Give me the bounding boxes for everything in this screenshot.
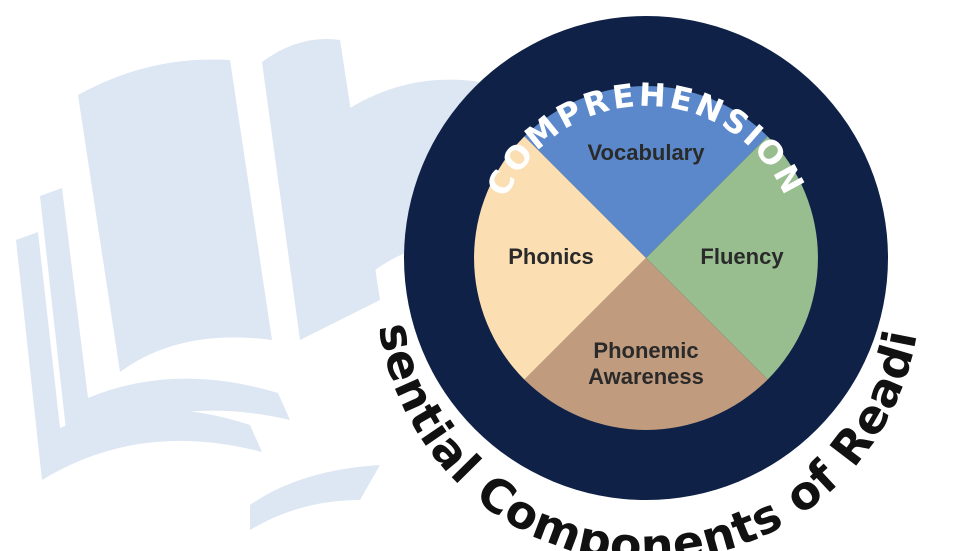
phonemic-label: Phonemic (593, 338, 698, 363)
vocabulary-quadrant (524, 86, 768, 259)
fluency-quadrant (646, 136, 818, 380)
phonemic-awareness-quadrant (524, 258, 768, 430)
fluency-label: Fluency (700, 244, 784, 269)
phonics-label: Phonics (508, 244, 594, 269)
phonics-quadrant (474, 136, 646, 380)
awareness-label: Awareness (588, 364, 704, 389)
vocabulary-label: Vocabulary (588, 140, 706, 165)
